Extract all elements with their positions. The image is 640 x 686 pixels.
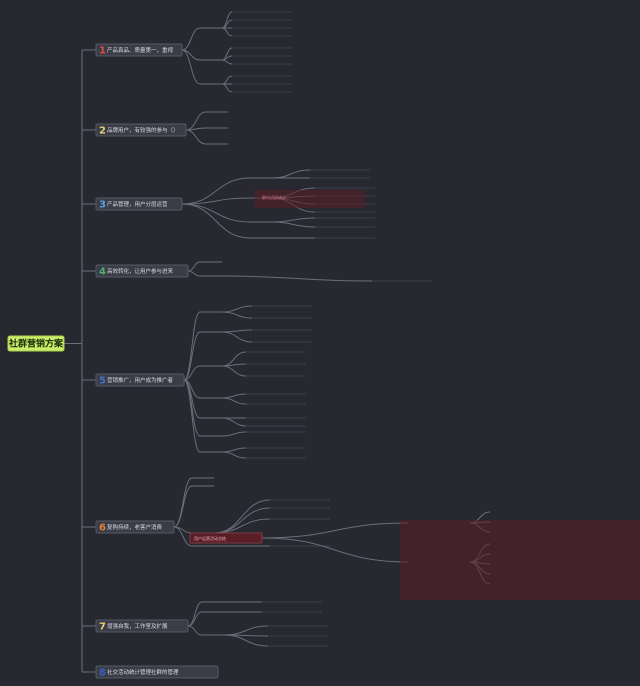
branch-label: 产品真品、质量第一，重视 xyxy=(107,46,174,54)
branch-number: 4 xyxy=(99,267,106,278)
branch-label: 营销推广，用户成为推广者 xyxy=(107,376,174,384)
branch-label: 增强自我，工作室及扩展 xyxy=(107,622,168,630)
branch-label: 复购持续，老客户消费 xyxy=(107,523,163,531)
root-node[interactable]: 社群营销方案 xyxy=(7,335,65,352)
branch-number: 3 xyxy=(99,200,106,211)
highlight-band xyxy=(255,190,365,208)
branch-number: 6 xyxy=(99,523,106,534)
sub-node-label: 用户运营活动总结 xyxy=(194,535,226,541)
branch-number: 7 xyxy=(99,622,106,633)
branch-number: 1 xyxy=(99,46,106,57)
highlight-label: 群内活跃核心 xyxy=(262,194,286,200)
root-label: 社群营销方案 xyxy=(8,338,64,350)
branch-label: 高效转化，让用户参与进来 xyxy=(107,267,174,275)
branch-number: 8 xyxy=(99,668,106,679)
branch-number: 2 xyxy=(99,126,106,137)
branch-number: 5 xyxy=(99,376,106,387)
highlight-region xyxy=(400,520,640,600)
sub-node-box[interactable]: 用户运营活动总结 xyxy=(189,532,263,544)
branch-label: 产品管理，用户分层运营 xyxy=(107,200,168,208)
branch-label: 品牌用户，有较强的参与（） xyxy=(107,126,179,134)
branch-label: 社交活动统计管理社群的管理 xyxy=(107,668,179,676)
connectors xyxy=(64,11,491,673)
